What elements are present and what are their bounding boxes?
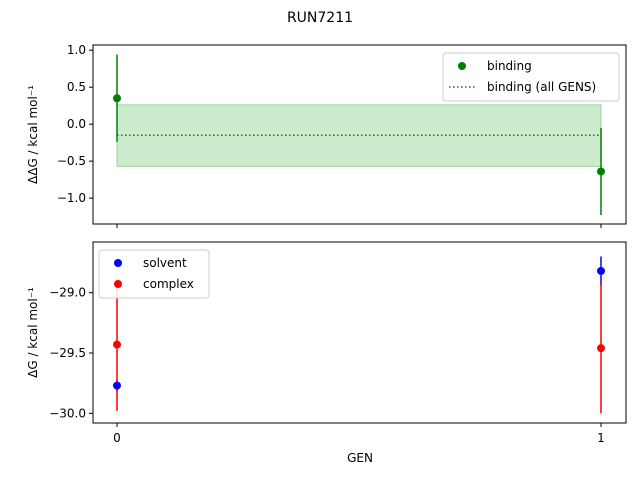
axes-frame xyxy=(92,44,627,225)
panel-solvent-complex: −30.0 −29.5 −29.0 0 1 ΔG / kcal mol⁻¹ solvent c… xyxy=(26,241,627,445)
legend-marker-binding xyxy=(458,62,466,70)
y-tick-label: −0.5 xyxy=(57,154,86,168)
y-tick-label: 1.0 xyxy=(67,43,86,57)
axes-frame xyxy=(92,241,627,424)
legend-box xyxy=(442,52,620,102)
y-tick-label: −30.0 xyxy=(49,406,86,420)
legend-label: solvent xyxy=(143,256,187,270)
y-tick-label: 0.0 xyxy=(67,117,86,131)
solvent-point xyxy=(597,266,605,275)
legend-label: complex xyxy=(143,277,194,291)
binding-point xyxy=(597,167,605,176)
y-axis-label: ΔΔG / kcal mol⁻¹ xyxy=(26,85,40,184)
complex-point xyxy=(113,340,121,349)
chart-title: RUN7211 xyxy=(287,10,353,26)
legend-marker-solvent xyxy=(114,259,122,267)
binding-point xyxy=(113,94,121,103)
legend-label: binding xyxy=(487,59,532,73)
complex-point xyxy=(597,344,605,353)
x-axis-label: GEN xyxy=(347,451,373,465)
legend-marker-complex xyxy=(114,280,122,288)
y-tick-label: −29.0 xyxy=(49,286,86,300)
x-tick-label: 1 xyxy=(597,431,605,445)
y-axis-label: ΔG / kcal mol⁻¹ xyxy=(26,287,40,378)
y-tick-label: −1.0 xyxy=(57,191,86,205)
x-tick-label: 0 xyxy=(113,431,121,445)
legend-box xyxy=(98,249,210,299)
solvent-point xyxy=(113,381,121,390)
legend-label: binding (all GENS) xyxy=(487,80,596,94)
y-tick-label: −29.5 xyxy=(49,346,86,360)
y-tick-label: 0.5 xyxy=(67,80,86,94)
